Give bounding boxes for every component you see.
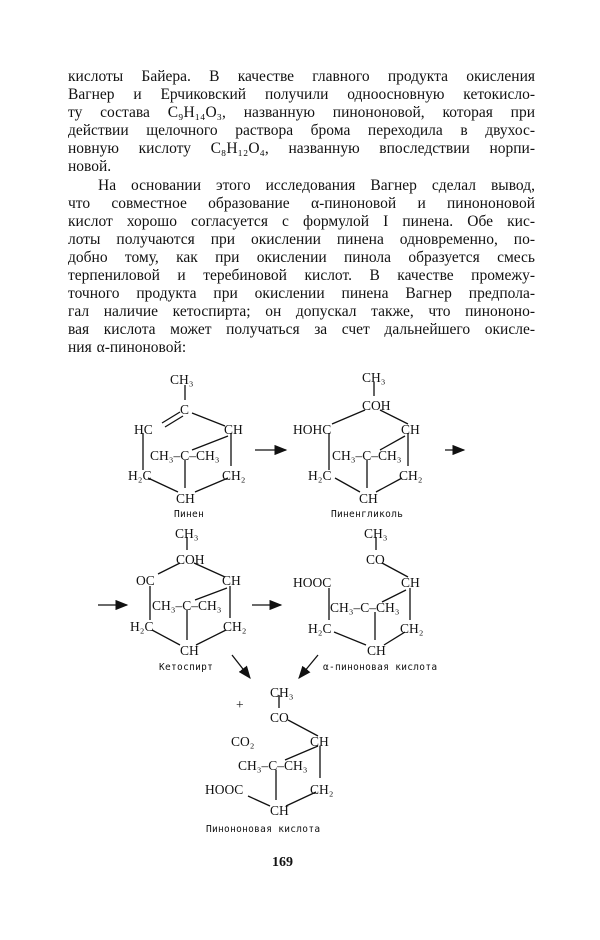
label: H₂C (308, 621, 331, 636)
text-line: На основании этого исследования Вагнер с… (98, 176, 535, 194)
label: COH (176, 552, 205, 567)
caption-pinononic-acid: Пинононовая кислота (206, 824, 320, 835)
label: CH₂ (223, 619, 246, 634)
text-line: Вагнер и Ерчиковский получили одноосновн… (68, 86, 535, 104)
caption-alpha-pinonic-acid: α-пиноновая кислота (323, 662, 437, 673)
label: CH₃–C–CH₃ (330, 600, 400, 615)
paragraph-2: На основании этого исследования Вагнер с… (68, 177, 535, 358)
text-line: точного продукта при окислении пинена Ва… (68, 285, 535, 303)
label: CH (367, 643, 386, 658)
text-line: действии щелочного раствора брома перехо… (68, 122, 535, 140)
page-number: 169 (272, 855, 293, 870)
text-line: добно тому, как при окислении пинола обр… (68, 248, 535, 266)
structure-pinononic-acid: + CH₃ CO CO₂ CH CH₃–C–CH₃ HOOC CH₂ CH Пи… (205, 685, 333, 835)
label: CH₃ (170, 372, 194, 387)
structure-alpha-pinonic-acid: CH₃ CO HOOC CH CH₃–C–CH₃ H₂C CH₂ CH α-пи… (293, 526, 437, 673)
label: CH (401, 422, 420, 437)
label: CH (222, 573, 241, 588)
paragraph-1: кислоты Байера. В качестве главного прод… (68, 68, 535, 177)
label: CH₃ (270, 685, 294, 700)
structure-ketoalcohol: CH₃ COH OC CH CH₃–C–CH₃ H₂C CH₂ CH Кетос… (130, 526, 246, 673)
label: CH (270, 803, 289, 818)
label: CH₃ (175, 526, 199, 541)
label: CH₃–C–CH₃ (150, 448, 220, 463)
label: CH₃ (364, 526, 388, 541)
label: CH₂ (310, 782, 333, 797)
label: CH₃ (362, 370, 386, 385)
structure-pinene: CH₃ C HC CH CH₃–C–CH₃ H₂C CH₂ CH Пинен (128, 372, 245, 520)
label: CH (310, 734, 329, 749)
label: H₂C (128, 468, 151, 483)
label: HOOC (293, 575, 331, 590)
label: CH₂ (399, 468, 422, 483)
caption-pinene: Пинен (174, 509, 204, 520)
plus-sign: + (236, 697, 244, 712)
text-line: новой. (68, 158, 112, 176)
label: CO (270, 710, 289, 725)
label: CO₂ (231, 734, 254, 749)
label: C (180, 402, 189, 417)
text-line: ту состава C₉H₁₄O₃, названную пинононово… (68, 104, 535, 122)
label: OC (136, 573, 155, 588)
label: CH₃–C–CH₃ (152, 598, 222, 613)
label: HOHC (293, 422, 331, 437)
label: CO (366, 552, 385, 567)
text-line: терпениловой и теребиновой кислот. В кач… (68, 267, 535, 285)
label: H₂C (130, 619, 153, 634)
label: HOOC (205, 782, 243, 797)
text-line: новную кислоту C₈H₁₂O₄, названную впосле… (68, 140, 535, 158)
text-line: кислот хорошо согласуется с формулой I п… (68, 212, 535, 230)
text-line: кислоты Байера. В качестве главного прод… (68, 68, 535, 85)
body-text: кислоты Байера. В качестве главного прод… (68, 68, 535, 358)
label: CH₃–C–CH₃ (238, 758, 308, 773)
text-line: лоты получаются при окислении пинена одн… (68, 230, 535, 248)
text-line: вая кислота может получаться за счет дал… (68, 321, 535, 339)
arrow-icon (231, 654, 251, 680)
label: CH₃–C–CH₃ (332, 448, 402, 463)
caption-ketoalcohol: Кетоспирт (159, 662, 213, 673)
caption-pinene-glycol: Пиненгликоль (331, 509, 403, 520)
label: CH₂ (222, 468, 245, 483)
label: CH (180, 643, 199, 658)
label: CH (359, 491, 378, 506)
text-line: гал наличие кетоспирта; он допускал такж… (68, 303, 535, 321)
label: H₂C (308, 468, 331, 483)
arrow-icon (298, 654, 319, 680)
label: CH₂ (400, 621, 423, 636)
label: CH (176, 491, 195, 506)
text-line: что совместное образование α-пиноновой и… (68, 194, 535, 212)
label: COH (362, 398, 391, 413)
text-line: ния α-пиноновой: (68, 339, 187, 357)
label: CH (401, 575, 420, 590)
structure-pinene-glycol: CH₃ COH HOHC CH CH₃–C–CH₃ H₂C CH₂ CH Пин… (293, 370, 422, 520)
label: HC (134, 422, 153, 437)
label: CH (224, 422, 243, 437)
